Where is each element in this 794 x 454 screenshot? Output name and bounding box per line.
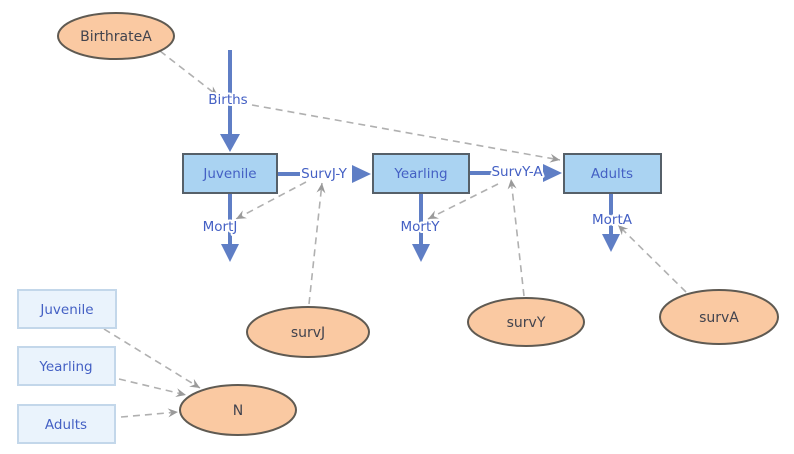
adults-variable-label: Adults xyxy=(45,417,87,433)
survjy-flow-label[interactable]: SurvJ-Y xyxy=(299,164,349,184)
adults-stock-rect[interactable] xyxy=(563,153,662,194)
influence-arrow-adults-box-to-n xyxy=(120,408,179,418)
births-flow-label[interactable]: Births xyxy=(206,90,249,110)
surva-label: survA xyxy=(699,310,739,326)
birthrate-a-ellipse[interactable] xyxy=(57,12,175,60)
survj-label: survJ xyxy=(291,325,325,341)
yearling-stock-label: Yearling xyxy=(393,166,447,182)
yearling-variable-label: Yearling xyxy=(38,359,92,375)
survjy-flow-arrowhead xyxy=(352,165,371,183)
juvenile-variable-box[interactable]: Juvenile xyxy=(17,289,117,329)
morta-flow-arrowhead xyxy=(602,234,620,252)
survya-flow-label[interactable]: SurvY-A xyxy=(489,162,545,182)
influence-arrow-births-to-adults xyxy=(251,104,561,163)
n-converter[interactable]: N xyxy=(179,384,297,436)
influence-arrow-surva-to-morta xyxy=(617,224,687,293)
morta-flow-label[interactable]: MortA xyxy=(590,210,635,230)
births-flow-arrowhead xyxy=(220,134,240,152)
yearling-variable-rect[interactable] xyxy=(17,346,116,386)
n-label: N xyxy=(233,403,243,419)
juvenile-stock-label: Juvenile xyxy=(202,166,256,182)
mortj-flow-label[interactable]: MortJ xyxy=(201,217,240,237)
juvenile-variable-label: Juvenile xyxy=(39,302,93,318)
juvenile-stock-rect[interactable] xyxy=(182,153,278,194)
morty-flow-label[interactable]: MortY xyxy=(399,217,443,237)
adults-stock-label: Adults xyxy=(591,166,633,182)
survy-ellipse[interactable] xyxy=(467,297,585,347)
morty-flow-arrowhead xyxy=(412,244,430,262)
adults-variable-box[interactable]: Adults xyxy=(17,404,116,444)
surva-ellipse[interactable] xyxy=(659,289,779,345)
influence-arrow-juvenile-to-mortj xyxy=(235,181,307,220)
juvenile-stock[interactable]: Juvenile xyxy=(182,153,278,194)
juvenile-variable-rect[interactable] xyxy=(17,289,117,329)
adults-variable-rect[interactable] xyxy=(17,404,116,444)
adults-stock[interactable]: Adults xyxy=(563,153,662,194)
survya-flow-arrowhead xyxy=(543,164,562,182)
survj-ellipse[interactable] xyxy=(246,306,370,358)
survy-label: survY xyxy=(507,315,546,331)
yearling-stock-rect[interactable] xyxy=(372,153,470,194)
birthrate-a-label: BirthrateA xyxy=(80,29,152,45)
mortj-flow-arrowhead xyxy=(221,244,239,262)
influence-arrow-survy-to-survya xyxy=(507,178,525,297)
birthrate-a-converter[interactable]: BirthrateA xyxy=(57,12,175,60)
influence-arrow-yearling-box-to-n xyxy=(118,378,187,398)
influence-arrow-birthratea-to-births xyxy=(159,50,219,97)
n-ellipse[interactable] xyxy=(179,384,297,436)
survj-converter[interactable]: survJ xyxy=(246,306,370,358)
influence-arrow-survj-to-survjy xyxy=(308,182,326,305)
survy-converter[interactable]: survY xyxy=(467,297,585,347)
yearling-stock[interactable]: Yearling xyxy=(372,153,470,194)
yearling-variable-box[interactable]: Yearling xyxy=(17,346,116,386)
surva-converter[interactable]: survA xyxy=(659,289,779,345)
influence-arrow-juvenile-box-to-n xyxy=(103,328,201,389)
influence-arrow-yearling-to-morty xyxy=(427,183,499,220)
